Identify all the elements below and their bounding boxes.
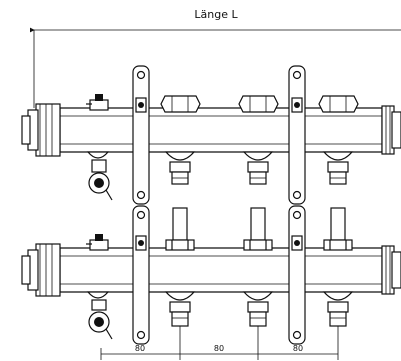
lower-mounting-bracket-right bbox=[288, 205, 306, 345]
lower-flow-valve-1 bbox=[165, 207, 195, 251]
lower-bottom-outlet-2 bbox=[242, 291, 274, 327]
upper-manifold-pipe bbox=[59, 107, 383, 153]
lower-flow-valve-2 bbox=[243, 207, 273, 251]
length-label: Länge L bbox=[194, 8, 238, 21]
length-dimension: Länge L bbox=[30, 8, 401, 108]
lower-bottom-outlet-3 bbox=[322, 291, 354, 327]
upper-right-end-cap bbox=[381, 105, 401, 155]
upper-outlet-nut-3 bbox=[318, 95, 359, 113]
upper-vent-valve bbox=[86, 94, 109, 111]
spacing-dimension: 80 80 80 bbox=[100, 326, 339, 360]
upper-left-connector bbox=[21, 103, 61, 157]
lower-right-end-cap bbox=[381, 245, 401, 295]
spacing-label-2: 80 bbox=[214, 344, 224, 353]
upper-drain-valve bbox=[86, 151, 113, 201]
upper-mounting-bracket-left bbox=[132, 65, 150, 205]
lower-flow-valve-3 bbox=[323, 207, 353, 251]
lower-drain-valve bbox=[86, 291, 113, 340]
spacing-label-1: 80 bbox=[135, 344, 145, 353]
lower-bottom-outlet-1 bbox=[164, 291, 196, 327]
spacing-label-3: 80 bbox=[293, 344, 303, 353]
upper-outlet-nut-2 bbox=[238, 95, 279, 113]
lower-left-connector bbox=[21, 243, 61, 297]
lower-vent-valve bbox=[86, 234, 109, 251]
lower-manifold bbox=[21, 205, 401, 345]
upper-manifold bbox=[21, 65, 401, 205]
upper-bottom-outlet-1 bbox=[164, 151, 196, 185]
upper-bottom-outlet-2 bbox=[242, 151, 274, 185]
upper-mounting-bracket-right bbox=[288, 65, 306, 205]
lower-manifold-pipe bbox=[59, 247, 383, 293]
upper-outlet-nut-1 bbox=[160, 95, 201, 113]
lower-mounting-bracket-left bbox=[132, 205, 150, 345]
upper-bottom-outlet-3 bbox=[322, 151, 354, 185]
